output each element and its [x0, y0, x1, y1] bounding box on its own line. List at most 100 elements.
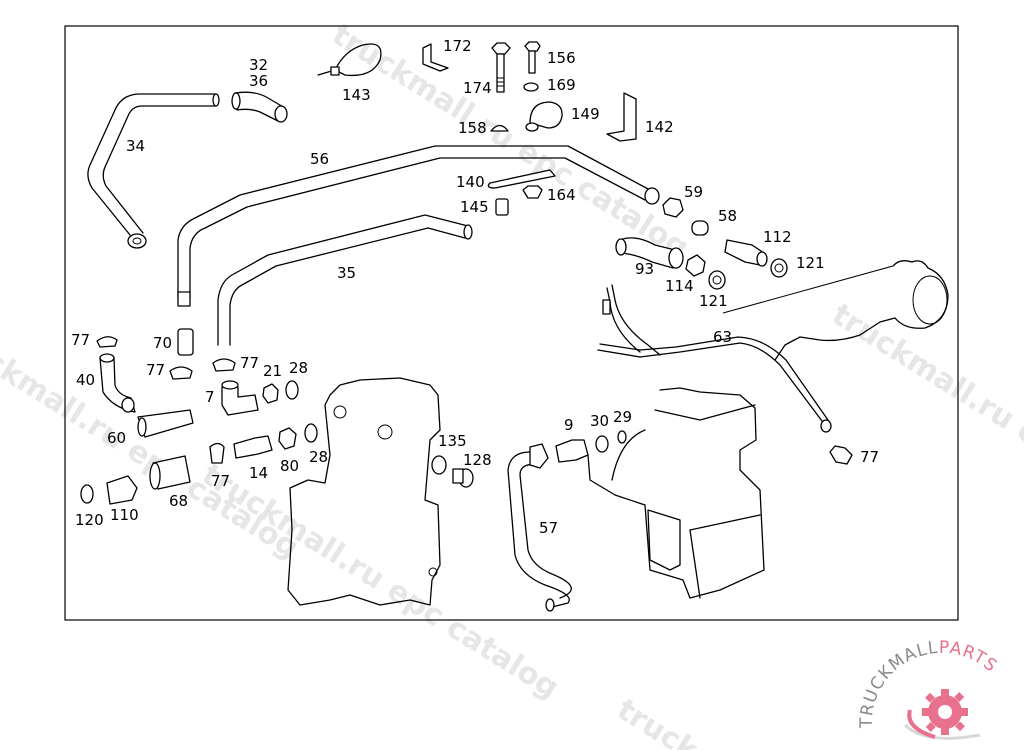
callout-169[interactable]: 169	[547, 76, 576, 94]
callout-77-d[interactable]: 77	[211, 472, 230, 490]
part-35-pipe[interactable]	[217, 214, 473, 346]
part-77-clamp[interactable]	[212, 358, 236, 372]
watermark: truckmall.ru epc catalog	[826, 297, 1024, 546]
part-93-hose[interactable]	[615, 237, 684, 269]
part-169-washer[interactable]	[523, 82, 539, 92]
callout-68[interactable]: 68	[169, 492, 188, 510]
part-77-clamp[interactable]	[169, 366, 193, 380]
callout-80[interactable]: 80	[280, 457, 299, 475]
part-30-washer[interactable]	[595, 435, 609, 453]
callout-58[interactable]: 58	[718, 207, 737, 225]
part-14-fitting[interactable]	[233, 435, 273, 459]
callout-149[interactable]: 149	[571, 105, 600, 123]
part-28-washer[interactable]	[285, 380, 299, 400]
callout-128[interactable]: 128	[463, 451, 492, 469]
part-32-36-elbow[interactable]	[231, 91, 288, 123]
callout-110[interactable]: 110	[110, 506, 139, 524]
part-158-grommet[interactable]	[490, 124, 509, 132]
part-128-plug[interactable]	[452, 468, 474, 488]
callout-77-e[interactable]: 77	[860, 448, 879, 466]
part-140-strap[interactable]	[487, 169, 556, 189]
part-143-clamp[interactable]	[317, 43, 382, 77]
callout-63[interactable]: 63	[713, 328, 732, 346]
part-63-pipe[interactable]	[597, 284, 832, 433]
callout-121[interactable]: 121	[796, 254, 825, 272]
callout-174[interactable]: 174	[463, 79, 492, 97]
left-compressor	[287, 377, 441, 606]
part-77-clamp[interactable]	[209, 442, 225, 464]
callout-59[interactable]: 59	[684, 183, 703, 201]
part-29-washer[interactable]	[617, 430, 627, 444]
callout-57[interactable]: 57	[539, 519, 558, 537]
part-80-nut[interactable]	[278, 427, 297, 450]
callout-140[interactable]: 140	[456, 173, 485, 191]
part-110-fitting[interactable]	[106, 475, 138, 505]
callout-142[interactable]: 142	[645, 118, 674, 136]
part-164-nut[interactable]	[522, 185, 543, 199]
part-174-bolt[interactable]	[491, 42, 511, 93]
callout-56[interactable]: 56	[310, 150, 329, 168]
part-57-pipe[interactable]	[507, 443, 572, 612]
callout-32[interactable]: 32	[249, 56, 268, 74]
callout-158[interactable]: 158	[458, 119, 487, 137]
part-60-tee[interactable]	[137, 409, 194, 438]
callout-60[interactable]: 60	[107, 429, 126, 447]
part-121-washer[interactable]	[770, 258, 788, 278]
callout-21[interactable]: 21	[263, 362, 282, 380]
part-58-plug[interactable]	[691, 220, 709, 236]
callout-14[interactable]: 14	[249, 464, 268, 482]
callout-28-b[interactable]: 28	[309, 448, 328, 466]
part-40-elbow[interactable]	[99, 353, 136, 413]
callout-164[interactable]: 164	[547, 186, 576, 204]
part-21-nut[interactable]	[262, 383, 279, 404]
callout-36[interactable]: 36	[249, 72, 268, 90]
callout-70[interactable]: 70	[153, 334, 172, 352]
part-77-clamp[interactable]	[829, 445, 853, 465]
part-70-sleeve[interactable]	[177, 328, 194, 356]
callout-40[interactable]: 40	[76, 371, 95, 389]
part-7-elbow[interactable]	[221, 380, 259, 416]
callout-9[interactable]: 9	[564, 416, 574, 434]
callout-30[interactable]: 30	[590, 412, 609, 430]
callout-135[interactable]: 135	[438, 432, 467, 450]
part-9-fitting[interactable]	[555, 439, 589, 463]
right-compressor	[587, 387, 765, 599]
callout-77-b[interactable]: 77	[146, 361, 165, 379]
callout-156[interactable]: 156	[547, 49, 576, 67]
callout-145[interactable]: 145	[460, 198, 489, 216]
part-68-sleeve[interactable]	[149, 455, 191, 490]
part-59-nut[interactable]	[662, 197, 684, 218]
part-120-washer[interactable]	[80, 484, 94, 504]
part-135-washer[interactable]	[431, 455, 447, 475]
part-145-spacer[interactable]	[495, 198, 509, 216]
part-34-hose[interactable]	[87, 93, 220, 249]
callout-35[interactable]: 35	[337, 264, 356, 282]
callout-143[interactable]: 143	[342, 86, 371, 104]
part-121-washer-2[interactable]	[708, 270, 726, 290]
callout-172[interactable]: 172	[443, 37, 472, 55]
callout-29[interactable]: 29	[613, 408, 632, 426]
part-149-pipe-clamp[interactable]	[525, 101, 563, 132]
callout-112[interactable]: 112	[763, 228, 792, 246]
callout-114[interactable]: 114	[665, 277, 694, 295]
callout-77-c[interactable]: 77	[240, 354, 259, 372]
part-77-clamp[interactable]	[96, 336, 118, 348]
part-28-washer-2[interactable]	[304, 423, 318, 443]
part-156-bolt[interactable]	[524, 41, 541, 74]
part-172-bracket[interactable]	[422, 43, 449, 72]
watermark-layer: truckmall.ru epc catalog truckmall.ru ep…	[0, 17, 1024, 750]
callout-93[interactable]: 93	[635, 260, 654, 278]
callout-34[interactable]: 34	[126, 137, 145, 155]
part-114-nut[interactable]	[685, 254, 706, 277]
callout-28[interactable]: 28	[289, 359, 308, 377]
callout-7[interactable]: 7	[205, 388, 215, 406]
gear-icon	[903, 689, 981, 740]
watermark: truckmall	[611, 692, 765, 750]
callout-77[interactable]: 77	[71, 331, 90, 349]
part-142-bracket[interactable]	[606, 92, 637, 142]
callout-120[interactable]: 120	[75, 511, 104, 529]
part-112-fitting[interactable]	[724, 239, 768, 267]
callout-121-b[interactable]: 121	[699, 292, 728, 310]
part-56-pipe[interactable]	[177, 145, 660, 307]
